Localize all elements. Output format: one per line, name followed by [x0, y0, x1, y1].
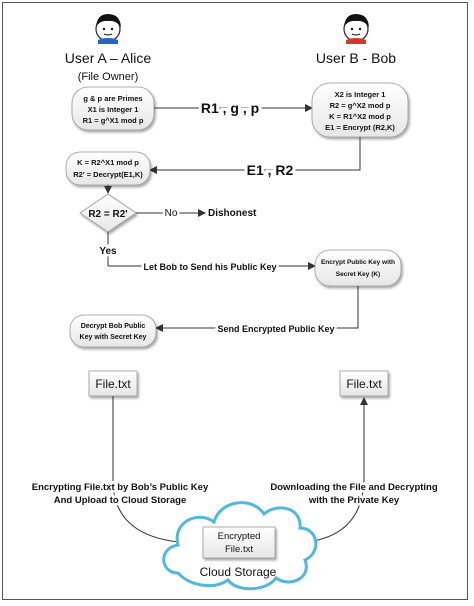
file-a-label: File.txt — [95, 377, 131, 391]
upload-caption-line: And Upload to Cloud Storage — [54, 495, 186, 506]
message-let-bob: Let Bob to Send his Public Key — [143, 262, 276, 272]
cloud-file-box: Encrypted File.txt — [202, 526, 276, 559]
bob-init-line: K = R1^X2 mod p — [329, 112, 391, 121]
no-label: No — [165, 208, 178, 219]
bob-avatar-icon — [343, 14, 369, 44]
arrow-upload — [112, 396, 193, 547]
alice-avatar-icon — [95, 14, 121, 44]
bob-encrypt-line: Secret Key (K) — [336, 271, 380, 278]
figure-frame — [2, 2, 468, 600]
bob-encrypt-line: Encrypt Public Key with — [321, 259, 395, 266]
alice-decrypt-node: Decrypt Bob Public Key with Secret Key — [69, 314, 157, 348]
alice-check-line: K = R2^X1 mod p — [77, 158, 139, 167]
bob-init-node: X2 is Integer 1 R2 = g^X2 mod p K = R1^X… — [311, 82, 409, 138]
alice-init-line: X1 is Integer 1 — [88, 105, 139, 114]
user-b-label: User B - Bob — [316, 50, 396, 66]
file-a-box: File.txt — [88, 370, 138, 397]
cloud-storage-label: Cloud Storage — [200, 565, 277, 579]
user-a-label: User A – Alice — [65, 50, 152, 66]
alice-init-node: g & p are Primes X1 is Integer 1 R1 = g^… — [71, 86, 155, 131]
alice-init-line: R1 = g^X1 mod p — [83, 116, 144, 125]
bob-init-line: R2 = g^X2 mod p — [330, 101, 391, 110]
file-b-label: File.txt — [346, 377, 382, 391]
alice-decrypt-line: Decrypt Bob Public — [81, 323, 146, 330]
arrow-e1 — [149, 137, 361, 174]
message-e1: E1 , R2 — [247, 162, 294, 178]
cloud-file-line: File.txt — [225, 544, 253, 555]
bob-init-line: E1 = Encrypt (R2,K) — [325, 123, 395, 132]
arrow-download — [295, 397, 368, 544]
bob-encrypt-node: Encrypt Public Key with Secret Key (K) — [314, 249, 402, 287]
download-caption-line: Downloading the File and Decrypting — [270, 482, 438, 493]
alice-init-line: g & p are Primes — [83, 94, 142, 103]
decision-diamond: R2 = R2' — [79, 193, 137, 233]
upload-caption-line: Encrypting File.txt by Bob’s Public Key — [32, 482, 209, 493]
cloud-file-line: Encrypted — [218, 531, 261, 542]
dishonest-label: Dishonest — [208, 208, 257, 219]
message-send-pub: Send Encrypted Public Key — [217, 324, 334, 334]
decision-label: R2 = R2' — [88, 209, 127, 220]
download-caption-line: with the Private Key — [308, 495, 400, 506]
message-r1: R1 , g , p — [201, 100, 259, 116]
alice-decrypt-line: Key with Secret Key — [80, 334, 147, 341]
user-a-role: (File Owner) — [78, 71, 139, 83]
bob-init-line: X2 is Integer 1 — [335, 90, 386, 99]
arrow-send-pub — [155, 286, 359, 332]
alice-check-node: K = R2^X1 mod p R2' = Decrypt(E1,K) — [65, 151, 151, 186]
yes-label: Yes — [99, 246, 117, 257]
alice-check-line: R2' = Decrypt(E1,K) — [73, 170, 143, 179]
file-b-box: File.txt — [339, 370, 389, 397]
